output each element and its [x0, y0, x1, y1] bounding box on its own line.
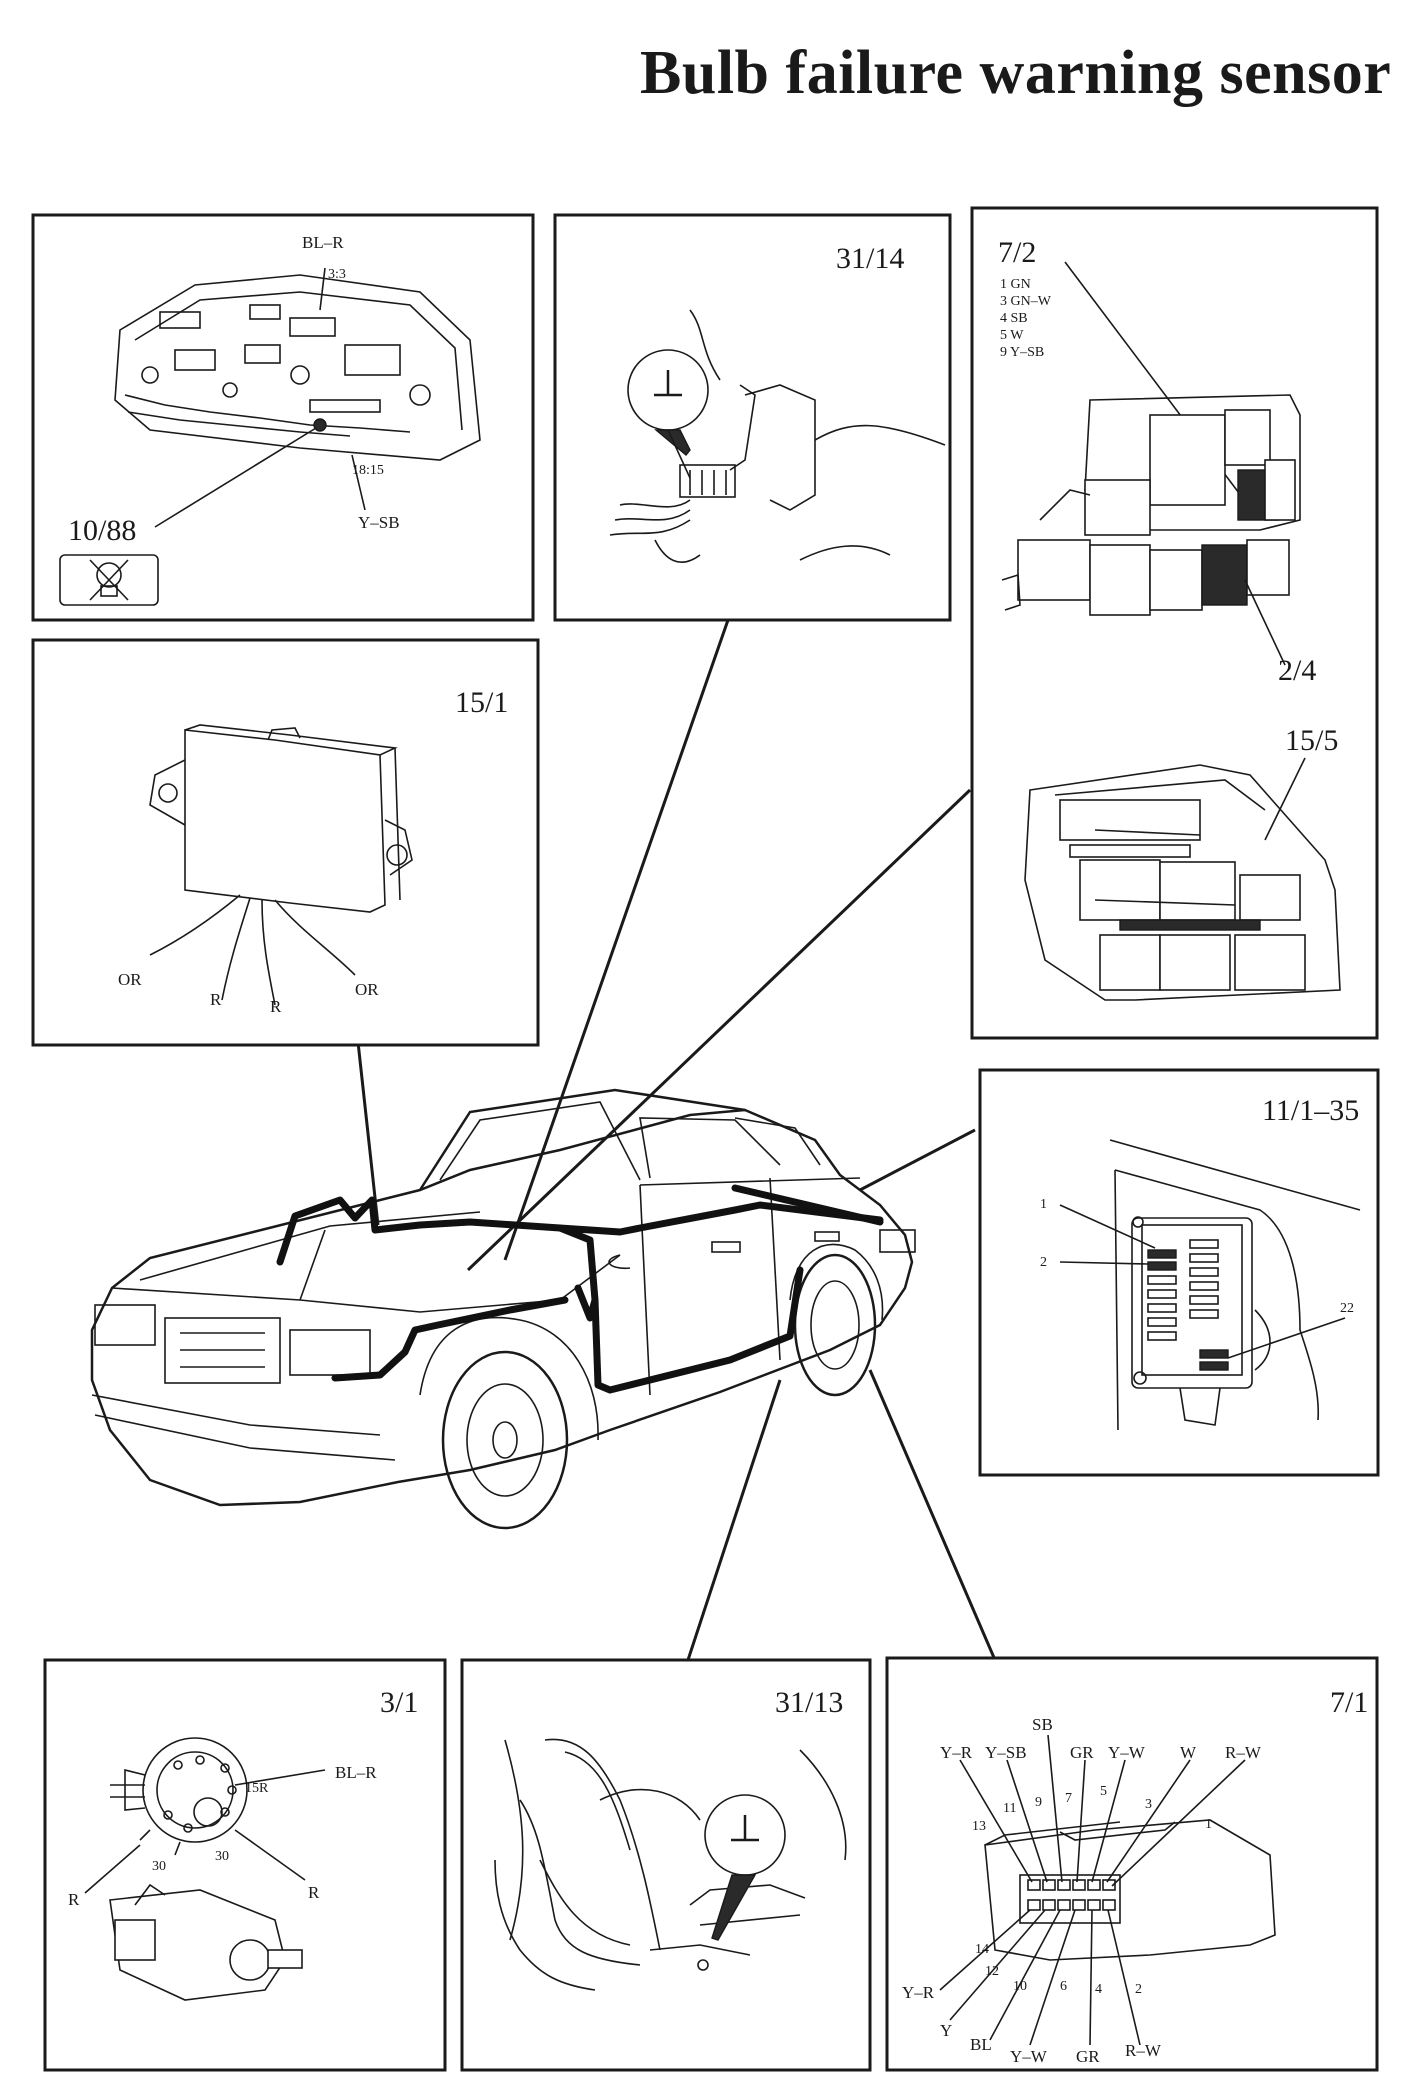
- ground-symbol-icon: [627, 349, 709, 479]
- top-color-r-w: R–W: [1225, 1743, 1262, 1762]
- sub-label-2-4: 2/4: [1278, 654, 1316, 687]
- panel-11-1-35: 11/1–35: [978, 1068, 1380, 1477]
- bottom-pin-10: 10: [1013, 1979, 1027, 1994]
- top-color-sb: SB: [1032, 1715, 1053, 1734]
- wire-label-r-left: R: [210, 990, 222, 1009]
- pin-label-1: 1 GN: [1000, 277, 1031, 292]
- top-pin-5: 5: [1100, 1784, 1107, 1799]
- fuse-box-drawing: [1024, 764, 1341, 1001]
- panel-number-31-14: 31/14: [836, 242, 904, 275]
- top-pin-9: 9: [1035, 1795, 1042, 1810]
- panel-number-11-1-35: 11/1–35: [1262, 1094, 1359, 1127]
- top-color-y-r: Y–R: [940, 1743, 973, 1762]
- ground-point-drawing: [609, 309, 946, 564]
- crossed-bulb-icon: [59, 554, 159, 606]
- panel-15-1: 15/1 OR R R OR: [31, 638, 540, 1047]
- wire-label-r-right: R: [270, 997, 282, 1016]
- panel-31-14: 31/14: [553, 213, 952, 622]
- bottom-pin-6: 6: [1060, 1979, 1067, 1994]
- wire-label-or-right: OR: [355, 980, 379, 999]
- label-bl-r: BL–R: [302, 233, 344, 252]
- label-pin-3-3: 3:3: [328, 267, 346, 282]
- panel-number-15-1: 15/1: [455, 686, 508, 719]
- bottom-color-y: Y: [940, 2021, 952, 2040]
- instrument-cluster-drawing: [114, 274, 481, 461]
- label-pin-18-15: 18:15: [352, 463, 384, 478]
- ignition-switch-drawing: [109, 1737, 303, 2001]
- terminal-30-right: 30: [215, 1849, 229, 1864]
- panel-3-1: 3/1 15R BL–R 30 30: [43, 1658, 447, 2072]
- panel-number-7-1: 7/1: [1330, 1686, 1368, 1719]
- pin-label-4: 5 W: [1000, 328, 1024, 343]
- sub-label-15-5: 15/5: [1285, 724, 1338, 757]
- car-illustration: [90, 1088, 916, 1530]
- panel-number-7-2: 7/2: [998, 236, 1036, 269]
- panel-7-2: 7/2 1 GN 3 GN–W 4 SB 5 W 9 Y–SB 2/4 15/5: [970, 206, 1379, 1040]
- wire-label-bl-r: BL–R: [335, 1763, 377, 1782]
- bottom-color-bl: BL: [970, 2035, 992, 2054]
- pin-label-5: 9 Y–SB: [1000, 345, 1044, 360]
- callout-2: 2: [1040, 1255, 1047, 1270]
- relay-box-drawing: [1001, 394, 1301, 616]
- bottom-pin-2: 2: [1135, 1982, 1142, 1997]
- label-y-sb: Y–SB: [358, 513, 400, 532]
- top-pin-3: 3: [1145, 1797, 1152, 1812]
- top-color-y-sb: Y–SB: [985, 1743, 1027, 1762]
- pin-label-2: 3 GN–W: [1000, 294, 1052, 309]
- top-color-y-w: Y–W: [1108, 1743, 1146, 1762]
- top-pin-7: 7: [1065, 1791, 1072, 1806]
- top-pin-11: 11: [1003, 1801, 1016, 1816]
- bottom-color-y-w: Y–W: [1010, 2047, 1048, 2066]
- bottom-color-r-w: R–W: [1125, 2041, 1162, 2060]
- panel-7-1: 7/1: [885, 1656, 1379, 2072]
- panel-10-88: BL–R 3:3 18:15 Y–SB 10/88: [31, 213, 535, 622]
- fuse-panel-drawing: [1109, 1139, 1361, 1431]
- ground-point-drawing: [494, 1738, 847, 1991]
- callout-22: 22: [1340, 1301, 1354, 1316]
- wire-label-r-left: R: [68, 1890, 80, 1909]
- top-pin-1: 1: [1205, 1817, 1212, 1832]
- bottom-color-gr: GR: [1076, 2047, 1100, 2066]
- top-pin-13: 13: [972, 1819, 986, 1834]
- ground-symbol-icon: [704, 1794, 786, 1941]
- wire-label-r-right: R: [308, 1883, 320, 1902]
- bottom-pin-12: 12: [985, 1964, 999, 1979]
- sensor-module-drawing: [149, 724, 413, 1006]
- bottom-pin-14: 14: [975, 1942, 989, 1957]
- top-color-gr: GR: [1070, 1743, 1094, 1762]
- panel-number-31-13: 31/13: [775, 1686, 843, 1719]
- top-color-w: W: [1180, 1743, 1197, 1762]
- terminal-30-left: 30: [152, 1859, 166, 1874]
- panel-31-13: 31/13: [460, 1658, 872, 2072]
- terminal-15r: 15R: [245, 1781, 269, 1796]
- wire-label-or-left: OR: [118, 970, 142, 989]
- panel-number-10-88: 10/88: [68, 514, 136, 547]
- bottom-color-y-r: Y–R: [902, 1983, 935, 2002]
- bottom-pin-4: 4: [1095, 1982, 1102, 1997]
- panel-number-3-1: 3/1: [380, 1686, 418, 1719]
- pin-label-3: 4 SB: [1000, 311, 1028, 326]
- callout-1: 1: [1040, 1197, 1047, 1212]
- page-title: Bulb failure warning sensor: [640, 39, 1392, 107]
